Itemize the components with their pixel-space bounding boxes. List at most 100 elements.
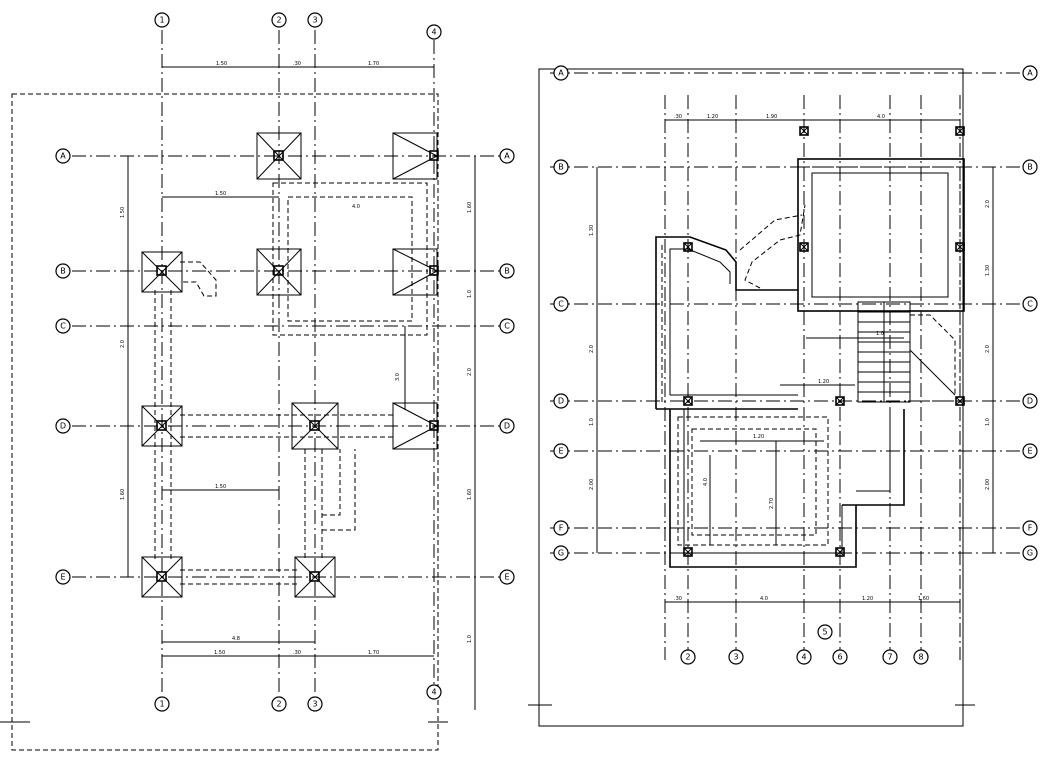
dimension-label: 1.0: [467, 635, 473, 643]
grid-bubble-row: C: [55, 318, 71, 334]
svg-text:4: 4: [801, 653, 806, 662]
dimension-label: 1.60: [120, 489, 126, 500]
grid-bubble-row: C: [553, 296, 569, 312]
column: [955, 396, 965, 406]
grid-bubble-row: B: [55, 263, 71, 279]
svg-text:1: 1: [159, 700, 164, 709]
grid-bubble-bottom: 6: [832, 649, 848, 665]
dimension-label: 1.50: [214, 650, 225, 656]
svg-text:G: G: [558, 549, 564, 558]
grid-bubble-bottom: 3: [307, 696, 323, 712]
right-grid-bubbles: A B C D E F G A B C D E F G 2 3 4 6 7 8 …: [553, 65, 1038, 665]
dimension-label: 1.20: [818, 379, 829, 385]
svg-text:1: 1: [159, 16, 164, 25]
grid-bubble-row: F: [553, 520, 569, 536]
footing: [141, 405, 183, 447]
column: [835, 396, 845, 406]
svg-text:4: 4: [431, 28, 436, 37]
svg-text:C: C: [558, 300, 564, 309]
svg-text:2: 2: [276, 16, 281, 25]
left-dimension-texts: 1.50 .30 1.70 1.50 1.50 4.0 3.0 4.8 1.50…: [120, 61, 473, 656]
dimension-label: 1.60: [918, 596, 929, 602]
grid-bubble-row: A: [499, 148, 515, 164]
grid-bubble-row: C: [1022, 296, 1038, 312]
dimension-label: 1.50: [215, 191, 226, 197]
dimension-label: 2.00: [985, 479, 991, 490]
dimension-label: 1.60: [467, 202, 473, 213]
svg-text:G: G: [1027, 549, 1033, 558]
dimension-label: .30: [293, 61, 301, 67]
dimension-label: 4.0: [877, 114, 885, 120]
svg-text:2: 2: [685, 653, 690, 662]
grid-bubble-row: F: [1022, 520, 1038, 536]
svg-text:D: D: [1027, 397, 1033, 406]
dimension-label: 1.0: [589, 418, 595, 426]
right-beams: [661, 166, 964, 546]
dimension-label: 1.20: [753, 434, 764, 440]
svg-text:5: 5: [822, 628, 827, 637]
grid-bubble-row: B: [1022, 159, 1038, 175]
grid-bubble-bottom: 8: [913, 649, 929, 665]
dimension-label: 4.0: [352, 204, 360, 210]
grid-bubble-top: 1: [154, 12, 170, 28]
left-tie-beams: [154, 182, 428, 585]
grid-bubble-row: A: [55, 148, 71, 164]
column: [799, 242, 809, 252]
dimension-label: 2.0: [589, 345, 595, 353]
column: [683, 242, 693, 252]
right-site-boundary: [538, 68, 964, 727]
svg-text:6: 6: [837, 653, 842, 662]
dimension-label: 1.70: [368, 61, 379, 67]
footing: [392, 402, 439, 450]
staircase: [857, 301, 956, 403]
svg-text:A: A: [504, 152, 510, 161]
svg-text:C: C: [60, 322, 66, 331]
dimension-label: 1.30: [589, 225, 595, 236]
svg-text:D: D: [504, 422, 510, 431]
dimension-label: .30: [293, 650, 301, 656]
dimension-label: 4.0: [760, 596, 768, 602]
right-dimension-texts: .30 1.20 1.90 4.0 .30 4.0 1.20 1.60 1.30…: [589, 114, 991, 602]
dimension-label: .30: [674, 114, 682, 120]
grid-bubble-row: E: [55, 569, 71, 585]
dimension-label: 2.0: [467, 368, 473, 376]
footing: [256, 248, 302, 296]
dimension-label: 1.20: [707, 114, 718, 120]
grid-bubble-bottom: 4: [796, 649, 812, 665]
column: [955, 242, 965, 252]
dimension-label: 1.0: [876, 331, 884, 337]
dimension-label: 1.60: [467, 489, 473, 500]
grid-bubble-row: D: [499, 418, 515, 434]
column: [955, 126, 965, 136]
footing: [141, 556, 183, 598]
dimension-label: 1.50: [216, 61, 227, 67]
footing: [256, 132, 302, 180]
svg-text:3: 3: [312, 16, 317, 25]
grid-bubble-row: A: [553, 65, 569, 81]
footing: [141, 251, 183, 293]
left-grid-bubbles: 1 2 3 4 1 2 3 4 A B C D E A B C D E: [55, 12, 515, 712]
dimension-label: 1.90: [766, 114, 777, 120]
dimension-label: 1.70: [368, 650, 379, 656]
dimension-label: 1.0: [985, 418, 991, 426]
dimension-label: 1.20: [862, 596, 873, 602]
column: [799, 126, 809, 136]
grid-bubble-row: B: [499, 263, 515, 279]
svg-text:A: A: [558, 69, 564, 78]
svg-text:D: D: [60, 422, 66, 431]
svg-text:B: B: [558, 163, 564, 172]
svg-text:A: A: [1027, 69, 1033, 78]
dimension-label: 4.0: [703, 478, 709, 486]
svg-text:B: B: [60, 267, 66, 276]
grid-bubble-row: C: [499, 318, 515, 334]
svg-text:8: 8: [918, 653, 923, 662]
grid-bubble-bottom: 2: [271, 696, 287, 712]
svg-text:B: B: [1027, 163, 1033, 172]
grid-bubble-bottom: 1: [154, 696, 170, 712]
svg-text:D: D: [558, 397, 564, 406]
dimension-label: 3.0: [395, 373, 401, 381]
dimension-label: 2.0: [120, 340, 126, 348]
grid-bubble-row: B: [553, 159, 569, 175]
left-foundation-plan: 1.50 .30 1.70 1.50 1.50 4.0 3.0 4.8 1.50…: [0, 12, 515, 751]
